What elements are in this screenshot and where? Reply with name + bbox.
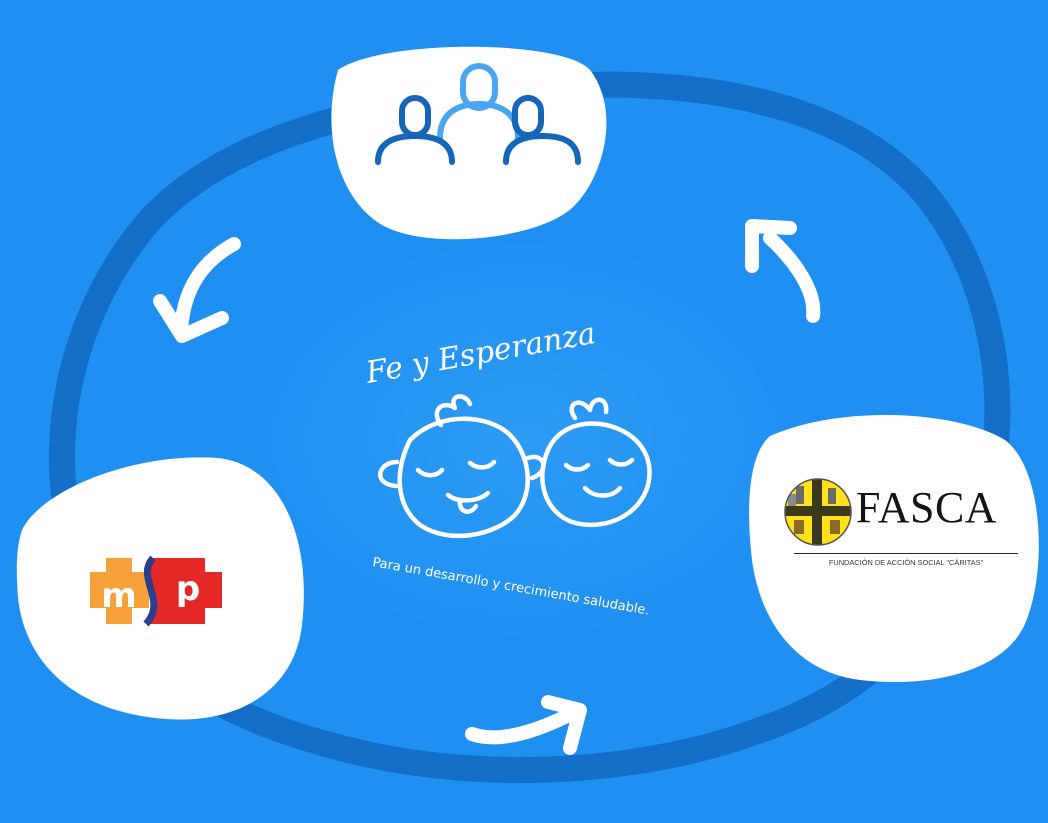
fasca-divider [794,553,1018,554]
cycle-loop [48,71,1011,784]
fasca-name: FASCA [856,483,998,532]
arrow-top-right [745,219,821,323]
center-glow [215,225,835,655]
fasca-emblem [784,478,852,546]
msp-logo: m p [90,555,222,627]
arrow-top-left [153,237,241,343]
arrow-bottom [465,695,587,755]
msp-letter-m: m [101,576,136,616]
people-group-icon [375,63,581,165]
community-card [331,46,607,240]
fasca-logo: FASCA FUNDACIÓN DE ACCIÓN SOCIAL "CÁRITA… [778,478,1028,588]
babies-illustration [378,394,652,539]
msp-letter-p: p [176,569,200,609]
fasca-subtitle: FUNDACIÓN DE ACCIÓN SOCIAL "CÁRITAS" [828,558,984,567]
